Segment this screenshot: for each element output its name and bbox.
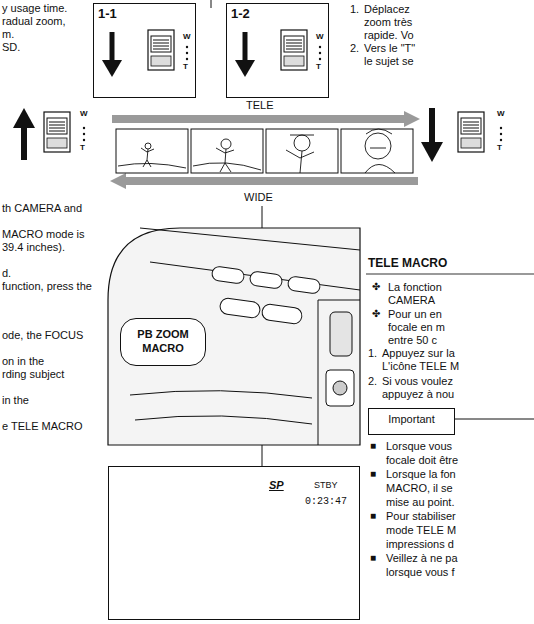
label-text: in the <box>2 394 29 407</box>
label-text: W <box>183 32 191 41</box>
label-text: ■ <box>370 510 376 522</box>
node-text: 1-1 <box>98 7 117 22</box>
label-text: W <box>80 109 88 118</box>
label-text: rding subject <box>2 368 64 381</box>
label-text: Pour stabiliser <box>386 510 456 523</box>
label-text: T <box>183 62 188 71</box>
label-text: mise au point. <box>386 496 454 509</box>
label-text: MACRO mode is <box>2 228 85 241</box>
label-text: mode TELE M <box>386 524 456 537</box>
label-text: Pour un en <box>388 308 442 321</box>
label-text: Veillez à ne pa <box>386 552 458 565</box>
node-text: PB ZOOM MACRO <box>133 328 193 356</box>
screen-text: STBY <box>314 480 338 490</box>
label-text: MACRO, il se <box>386 482 453 495</box>
label-text: TELE MACRO <box>368 257 447 271</box>
label-text: L'icône TELE M <box>382 360 459 373</box>
label-text: 1. <box>350 3 359 16</box>
label-text: le sujet se <box>364 55 414 68</box>
label-text: 1. <box>368 347 377 360</box>
screen-text: SP <box>269 479 284 492</box>
label-text: SD. <box>2 41 20 54</box>
label-text: 2. <box>368 375 377 388</box>
label-text: function, press the <box>2 280 92 293</box>
label-text: La fonction <box>388 281 442 294</box>
label-text: Vers le "T" <box>364 42 415 55</box>
label-text: CAMERA <box>388 294 435 307</box>
label-text: Si vous voulez <box>382 375 453 388</box>
label-text: T <box>497 143 502 152</box>
label-text: rapide. Vo <box>364 29 414 42</box>
label-text: 39.4 inches). <box>2 241 65 254</box>
label-text: th CAMERA and <box>2 202 82 215</box>
label-text: focale doit être <box>386 454 458 467</box>
label-text: ✤ <box>372 308 380 320</box>
label-text: zoom très <box>364 16 412 29</box>
label-text: e TELE MACRO <box>2 420 83 433</box>
label-text: Appuyez sur la <box>382 347 455 360</box>
node-text: 1-2 <box>231 7 250 22</box>
label-text: W <box>497 109 505 118</box>
label-text: ✤ <box>372 281 380 293</box>
label-text: T <box>80 143 85 152</box>
step-box: 1-1 <box>93 3 196 98</box>
lcd-screen: SP STBY 0:23:47 <box>108 466 360 620</box>
label-text: 2. <box>350 42 359 55</box>
label-text: radual zoom, <box>2 15 66 28</box>
button-label: PB ZOOM MACRO <box>120 318 206 366</box>
label-text: W <box>316 32 324 41</box>
label-text: Lorsque la fon <box>386 468 456 481</box>
note-box: Important <box>368 408 455 435</box>
label-text: TELE <box>246 99 274 112</box>
label-text: d. <box>2 267 11 280</box>
label-text: on in the <box>2 355 44 368</box>
screen-text: 0:23:47 <box>305 496 347 508</box>
label-text: ■ <box>370 552 376 564</box>
step-box: 1-2 <box>226 3 329 98</box>
label-text: T <box>316 62 321 71</box>
label-text: entre 50 c <box>388 334 437 347</box>
node-text: Important <box>369 409 454 429</box>
label-text: ode, the FOCUS <box>2 329 83 342</box>
label-text: focale en m <box>388 321 445 334</box>
label-text: WIDE <box>244 191 273 204</box>
label-text: m. <box>2 28 14 41</box>
label-text: ■ <box>370 468 376 480</box>
label-text: lorsque vous f <box>386 566 454 579</box>
label-text: appuyez à nou <box>382 388 454 401</box>
label-text: y usage time. <box>2 2 67 15</box>
label-text: impressions d <box>386 538 454 551</box>
label-text: Lorsque vous <box>386 440 452 453</box>
label-text: Déplacez <box>364 3 410 16</box>
label-text: ■ <box>370 440 376 452</box>
